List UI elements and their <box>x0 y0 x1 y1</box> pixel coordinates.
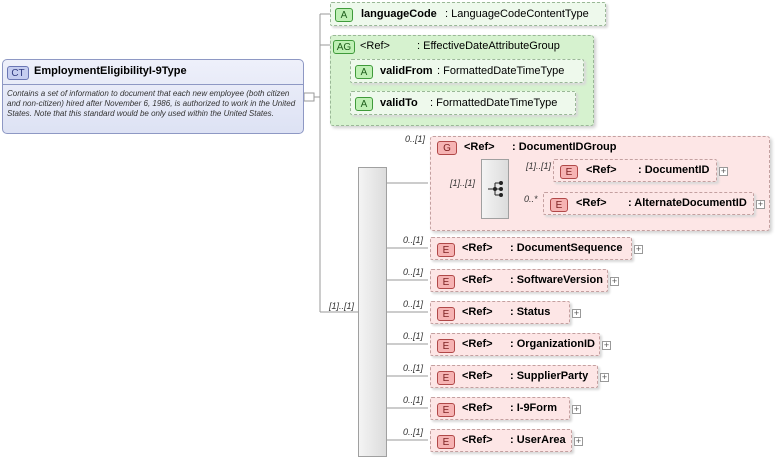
attribute-badge: A <box>355 65 373 79</box>
element-multiplicity: 0..[1] <box>403 299 424 309</box>
complex-type-documentation: Contains a set of information to documen… <box>7 89 296 118</box>
expand-icon[interactable]: + <box>600 372 609 382</box>
element-multiplicity: 0..[1] <box>403 363 424 373</box>
element-badge: E <box>437 371 455 385</box>
element-badge: E <box>437 403 455 417</box>
attribute-name: languageCode <box>361 8 437 20</box>
expand-icon[interactable]: + <box>756 199 765 209</box>
attribute-group-type: : EffectiveDateAttributeGroup <box>417 40 560 52</box>
attribute-name: validFrom <box>380 65 433 77</box>
element-status[interactable]: E <Ref> : Status <box>430 301 570 324</box>
attribute-name: validTo <box>380 97 418 109</box>
element-multiplicity: 0..[1] <box>403 427 424 437</box>
element-badge: E <box>437 243 455 257</box>
element-badge: E <box>437 307 455 321</box>
element-type: : DocumentID <box>638 164 710 176</box>
choice-multiplicity: [1]..[1] <box>450 178 476 188</box>
element-ref: <Ref> <box>586 164 617 176</box>
sequence-icon <box>488 181 503 197</box>
attribute-type: : LanguageCodeContentType <box>445 8 589 20</box>
element-ref: <Ref> <box>462 402 493 414</box>
element-softwareversion[interactable]: E <Ref> : SoftwareVersion <box>430 269 608 292</box>
element-badge: E <box>560 165 578 179</box>
complex-type-badge: CT <box>7 66 29 80</box>
element-userarea[interactable]: E <Ref> : UserArea <box>430 429 572 452</box>
complex-type-box[interactable]: CT EmploymentEligibilityI-9Type Contains… <box>2 59 304 134</box>
group-ref: <Ref> <box>464 141 495 153</box>
element-organizationid[interactable]: E <Ref> : OrganizationID <box>430 333 600 356</box>
expand-icon[interactable]: + <box>602 340 611 350</box>
element-supplierparty[interactable]: E <Ref> : SupplierParty <box>430 365 598 388</box>
element-multiplicity: 0..[1] <box>403 267 424 277</box>
element-ref: <Ref> <box>462 338 493 350</box>
element-alternatedocumentid[interactable]: E <Ref> : AlternateDocumentID <box>543 192 754 215</box>
element-i-9form[interactable]: E <Ref> : I-9Form <box>430 397 570 420</box>
complex-type-header: CT EmploymentEligibilityI-9Type <box>3 60 303 85</box>
choice-compositor[interactable] <box>481 159 509 219</box>
element-multiplicity: 0..[1] <box>403 331 424 341</box>
attribute-type: : FormattedDateTimeType <box>437 65 565 77</box>
attribute-validfrom[interactable]: A validFrom : FormattedDateTimeType <box>350 59 584 83</box>
element-badge: E <box>550 198 568 212</box>
expand-icon[interactable]: + <box>634 244 643 254</box>
element-ref: <Ref> <box>462 434 493 446</box>
attribute-badge: A <box>335 8 353 22</box>
element-multiplicity: 0..[1] <box>403 235 424 245</box>
element-multiplicity: 0..* <box>524 194 538 204</box>
sequence-compositor[interactable] <box>358 167 387 457</box>
element-multiplicity: 0..[1] <box>403 395 424 405</box>
element-badge: E <box>437 435 455 449</box>
element-ref: <Ref> <box>462 306 493 318</box>
element-type: : DocumentSequence <box>510 242 623 254</box>
group-badge: G <box>437 141 457 155</box>
element-type: : UserArea <box>510 434 566 446</box>
complex-type-name: EmploymentEligibilityI-9Type <box>34 65 187 77</box>
expand-icon[interactable]: + <box>572 308 581 318</box>
element-badge: E <box>437 339 455 353</box>
element-type: : I-9Form <box>510 402 558 414</box>
element-type: : SoftwareVersion <box>510 274 603 286</box>
element-ref: <Ref> <box>462 370 493 382</box>
element-ref: <Ref> <box>462 274 493 286</box>
attribute-group-badge: AG <box>333 40 355 54</box>
group-type: : DocumentIDGroup <box>512 141 617 153</box>
element-type: : AlternateDocumentID <box>628 197 747 209</box>
element-type: : Status <box>510 306 551 318</box>
expand-icon[interactable]: + <box>574 436 583 446</box>
attribute-type: : FormattedDateTimeType <box>430 97 558 109</box>
element-badge: E <box>437 275 455 289</box>
attribute-languagecode[interactable]: A languageCode : LanguageCodeContentType <box>330 2 606 26</box>
element-multiplicity: [1]..[1] <box>526 161 552 171</box>
expand-icon[interactable]: + <box>610 276 619 286</box>
expand-icon[interactable]: + <box>719 166 728 176</box>
sequence-multiplicity: [1]..[1] <box>329 301 355 311</box>
attribute-badge: A <box>355 97 373 111</box>
element-ref: <Ref> <box>462 242 493 254</box>
element-type: : SupplierParty <box>510 370 589 382</box>
element-documentsequence[interactable]: E <Ref> : DocumentSequence <box>430 237 632 260</box>
attribute-group-ref: <Ref> <box>360 40 390 52</box>
element-documentid[interactable]: E <Ref> : DocumentID <box>553 159 717 182</box>
expand-icon[interactable]: + <box>572 404 581 414</box>
attribute-validto[interactable]: A validTo : FormattedDateTimeType <box>350 91 576 115</box>
element-ref: <Ref> <box>576 197 607 209</box>
group-multiplicity: 0..[1] <box>405 134 426 144</box>
element-type: : OrganizationID <box>510 338 595 350</box>
